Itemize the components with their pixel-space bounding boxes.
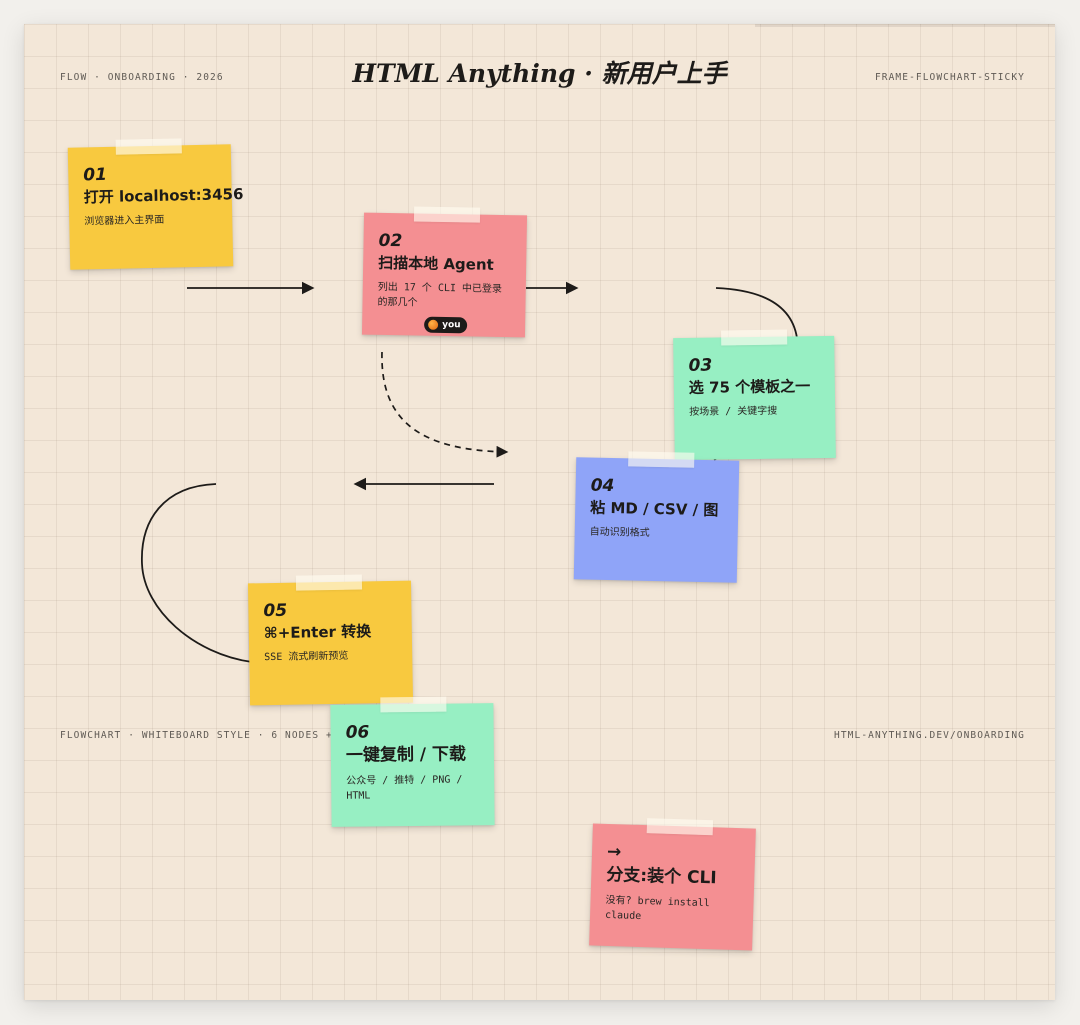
agent-avatar-icon [428, 319, 439, 330]
step-heading: 粘 MD / CSV / 图 [590, 498, 719, 520]
step-description: 列出 17 个 CLI 中已登录的那几个 [377, 281, 503, 309]
tape [115, 138, 182, 155]
board-edge-shadow [755, 24, 1055, 27]
step-number: 01 [83, 164, 108, 186]
agent-badge[interactable]: you [423, 316, 468, 334]
step-heading: 一键复制 / 下载 [345, 744, 467, 766]
sticky-note-branch[interactable]: → 分支:装个 CLI 没有? brew install claude [589, 818, 756, 951]
step-description: 公众号 / 推特 / PNG / HTML [346, 774, 463, 802]
step-number: 06 [345, 722, 370, 743]
connector-layer [141, 281, 798, 663]
meta-bottom-left: FLOWCHART · WHITEBOARD STYLE · 6 NODES +… [60, 730, 395, 741]
curve-into-05 [141, 483, 253, 663]
sticky-note-05[interactable]: 05 ⌘+Enter 转换 SSE 流式刷新预览 [247, 574, 414, 706]
curve-into-03 [715, 287, 798, 339]
agent-badge-label: you [442, 319, 461, 331]
step-description: SSE 流式刷新预览 [264, 650, 349, 664]
step-heading: ⌘+Enter 转换 [263, 622, 372, 643]
meta-bottom-right: HTML-ANYTHING.DEV/ONBOARDING [834, 730, 1025, 741]
page-title: HTML Anything · 新用户上手 [352, 59, 727, 88]
tape [628, 451, 695, 468]
tape [380, 696, 447, 713]
step-heading: 选 75 个模板之一 [688, 377, 811, 397]
branch-arrow-dashed [381, 351, 509, 458]
tape [646, 818, 714, 836]
step-number: 04 [590, 475, 615, 497]
step-number: 03 [688, 355, 713, 376]
meta-top-left: FLOW · ONBOARDING · 2026 [60, 72, 224, 83]
sticky-note-04[interactable]: 04 粘 MD / CSV / 图 自动识别格式 [573, 451, 740, 583]
step-description: 没有? brew install claude [604, 894, 710, 923]
step-description: 按场景 / 关键字搜 [689, 405, 778, 418]
step-description: 自动识别格式 [589, 526, 650, 539]
tape [295, 574, 363, 591]
step-heading: 分支:装个 CLI [606, 864, 717, 889]
step-heading: 打开 localhost:3456 [83, 185, 244, 207]
tape [721, 329, 788, 346]
step-heading: 扫描本地 Agent [378, 253, 494, 274]
step-description: 浏览器进入主界面 [84, 214, 165, 228]
tape [413, 206, 481, 223]
sticky-note-03[interactable]: 03 选 75 个模板之一 按场景 / 关键字搜 [673, 329, 836, 461]
whiteboard: FLOW · ONBOARDING · 2026 HTML Anything ·… [24, 24, 1055, 1000]
sticky-note-01[interactable]: 01 打开 localhost:3456 浏览器进入主界面 [67, 138, 244, 270]
branch-arrow-icon: → [606, 841, 622, 863]
meta-top-right: FRAME-FLOWCHART-STICKY [874, 72, 1025, 83]
sticky-note-06[interactable]: 06 一键复制 / 下载 公众号 / 推特 / PNG / HTML [330, 696, 495, 827]
step-number: 05 [263, 600, 288, 622]
sticky-note-02[interactable]: 02 扫描本地 Agent 列出 17 个 CLI 中已登录的那几个 you [361, 206, 528, 338]
step-number: 02 [378, 230, 403, 252]
